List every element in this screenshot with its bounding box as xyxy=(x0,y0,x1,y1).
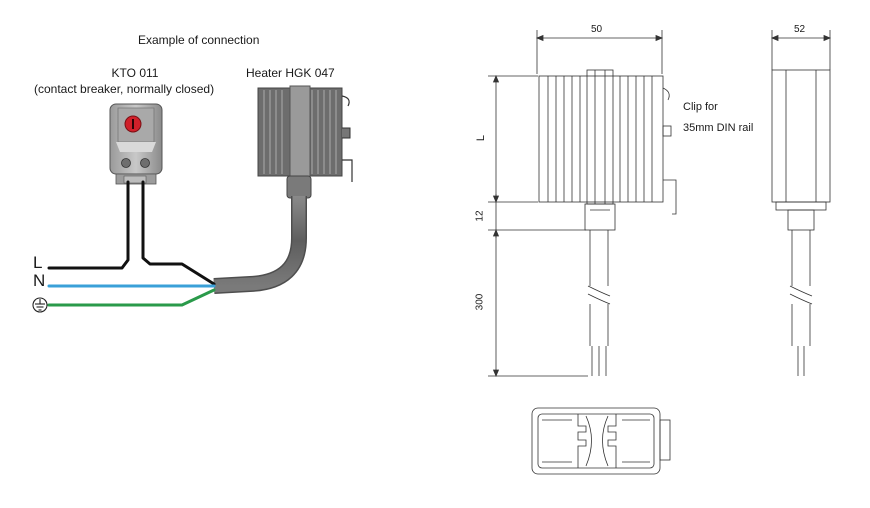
wire-pe xyxy=(47,288,216,307)
dimension-drawing xyxy=(488,30,832,475)
thermostat-name: KTO 011 xyxy=(111,66,159,80)
dimension-width-side: 52 xyxy=(794,24,806,35)
wire-l-load xyxy=(141,180,216,286)
dimension-300: 300 xyxy=(474,293,486,311)
heater-cable xyxy=(213,196,306,293)
thermostat-description: (contact breaker, normally closed) xyxy=(34,82,215,96)
thermostat-kto011 xyxy=(109,103,163,185)
connection-title: Example of connection xyxy=(138,33,260,47)
wire-label-l: L xyxy=(33,253,43,272)
earth-symbol xyxy=(32,297,48,313)
wire-label-n: N xyxy=(33,271,46,290)
heater-name: Heater HGK 047 xyxy=(246,66,335,80)
heater-hgk047 xyxy=(257,85,353,199)
clip-label-line1: Clip for xyxy=(683,101,718,113)
dimension-length-l: L xyxy=(475,134,488,142)
clip-label-line2: 35mm DIN rail xyxy=(683,122,754,134)
dimension-12: 12 xyxy=(474,210,486,222)
wire-l-line xyxy=(47,180,130,270)
dimension-width-front: 50 xyxy=(591,24,603,35)
